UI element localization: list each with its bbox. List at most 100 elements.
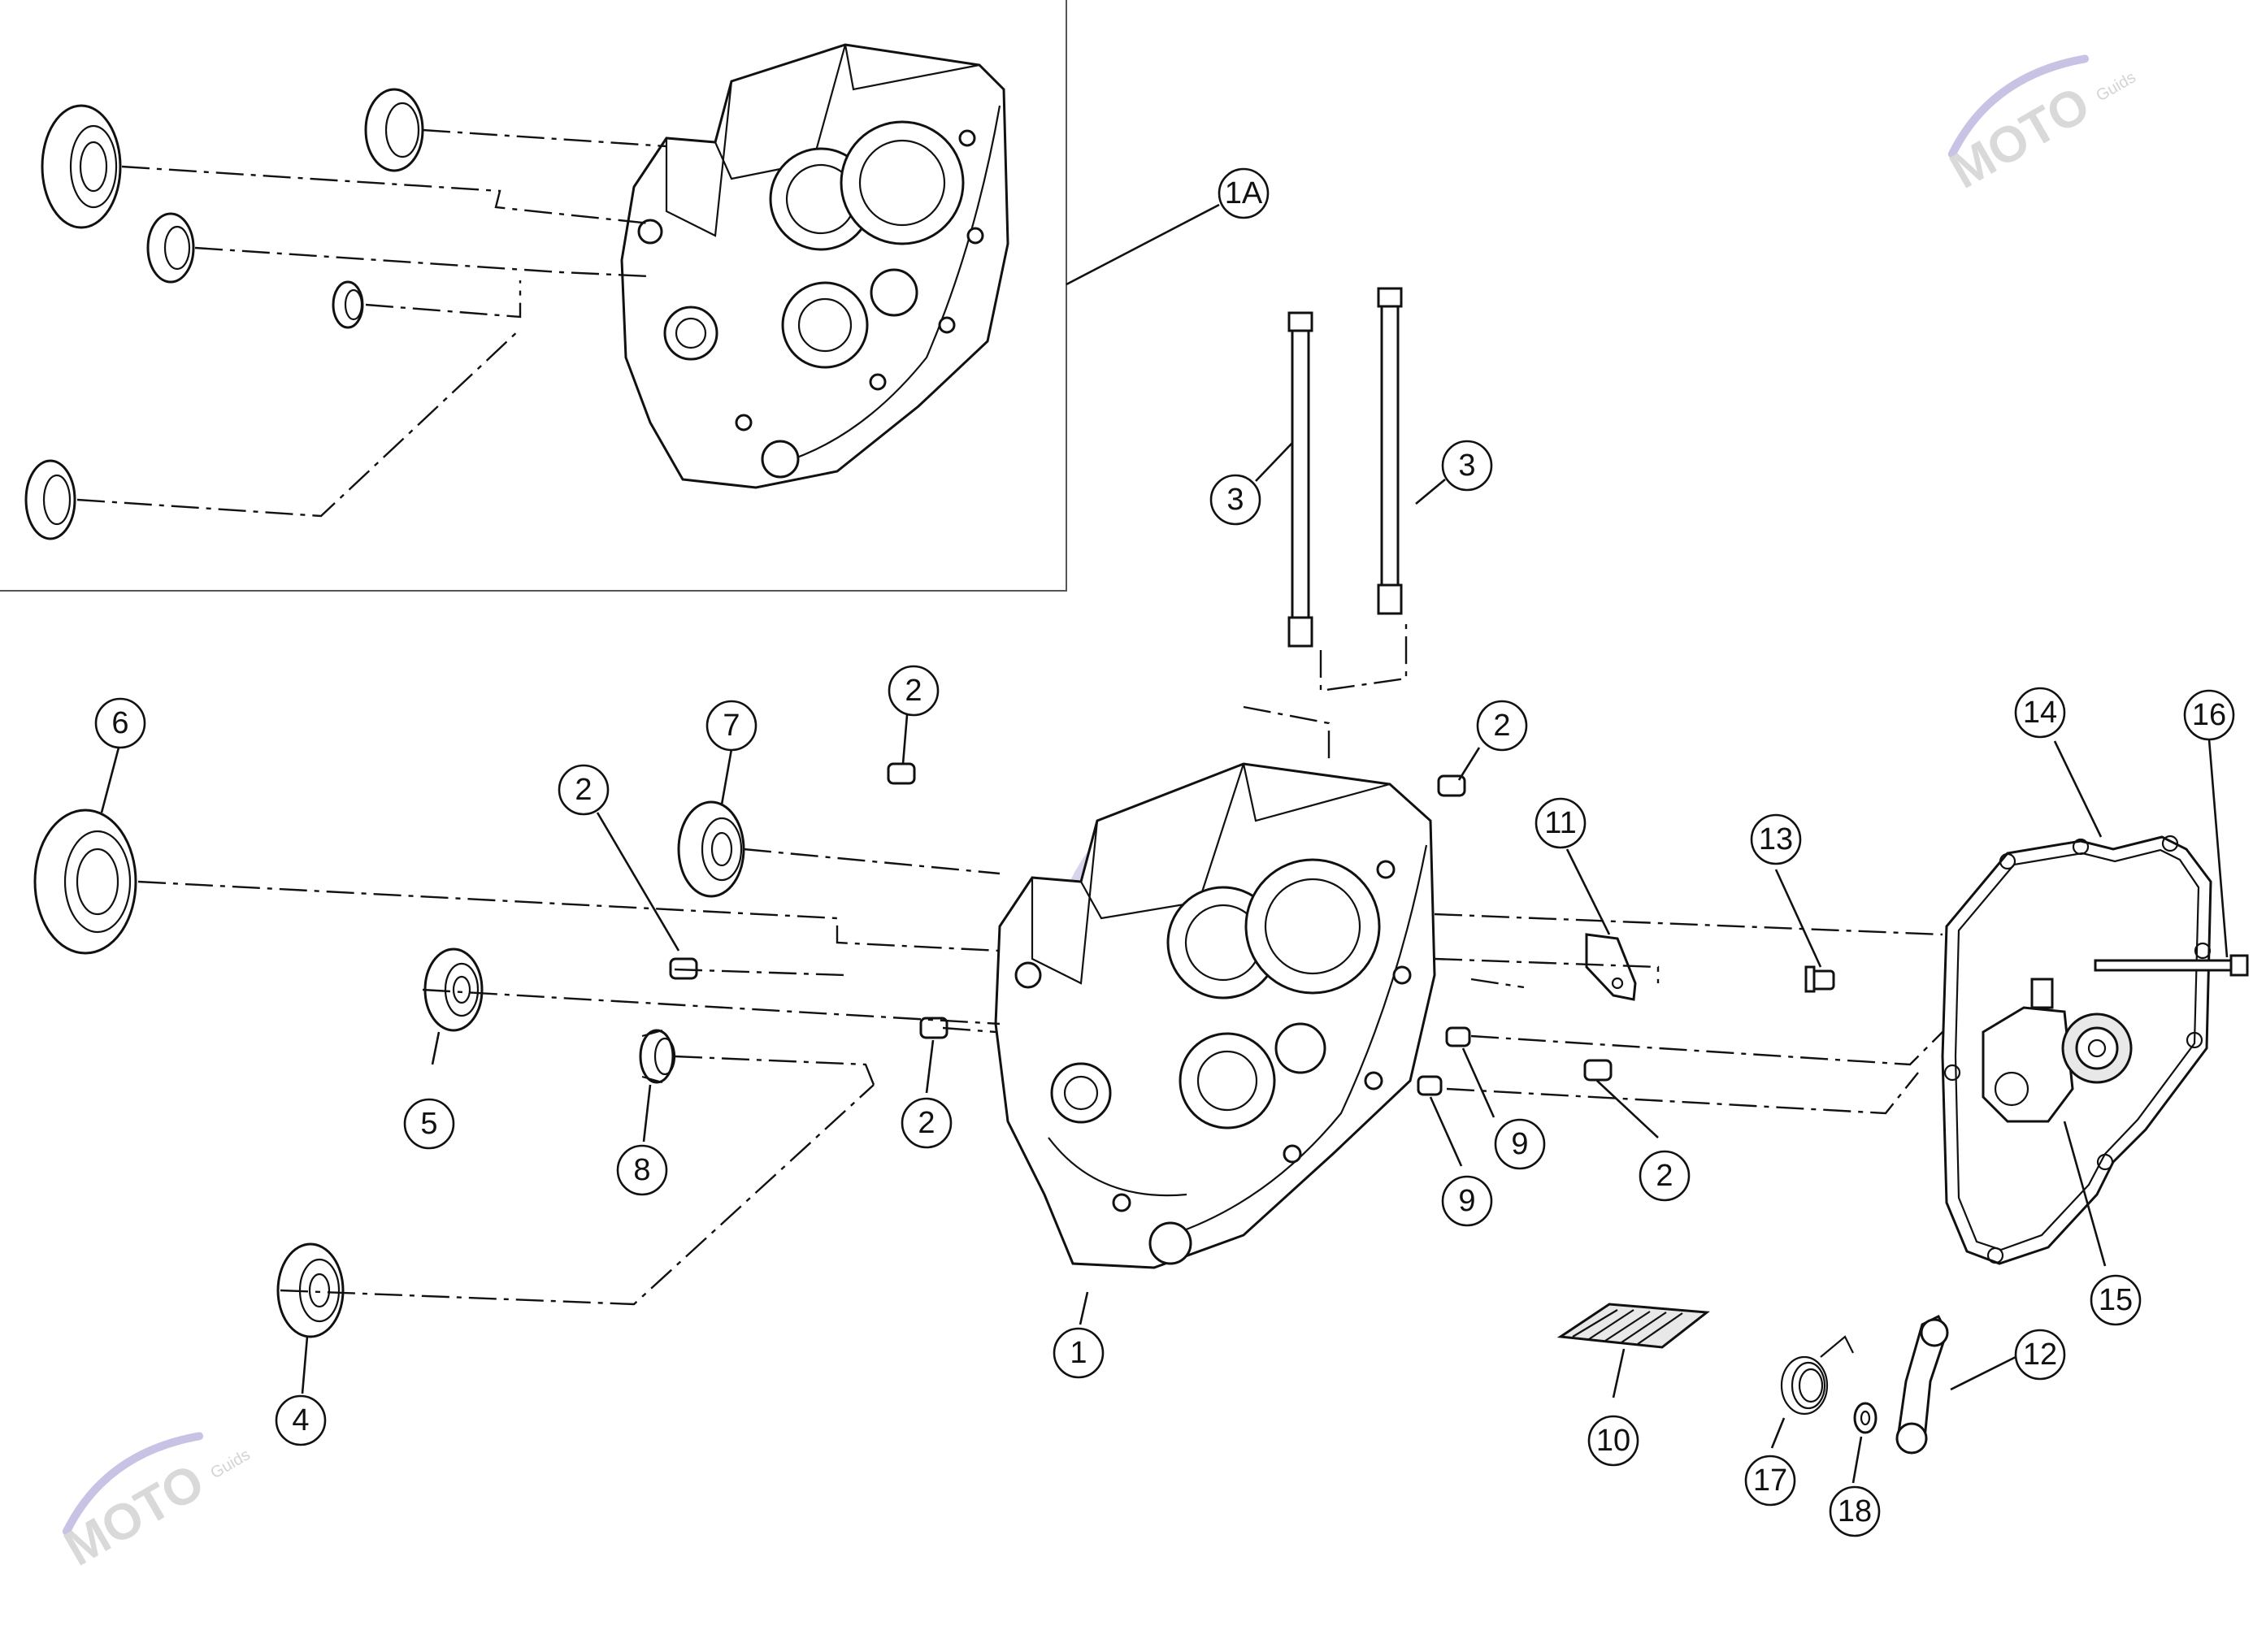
svg-text:6: 6 xyxy=(111,706,128,740)
callout-17: 17 xyxy=(1744,1455,1796,1507)
leader-line xyxy=(925,1039,935,1094)
callout-7: 7 xyxy=(705,700,758,752)
leader-line xyxy=(301,1336,309,1394)
watermark-brand-text: MOTO xyxy=(1941,76,2099,200)
svg-text:14: 14 xyxy=(2023,696,2057,730)
spring xyxy=(1780,1335,1854,1416)
washer xyxy=(1853,1402,1877,1434)
callout-8: 8 xyxy=(616,1144,668,1196)
svg-text:2: 2 xyxy=(1656,1159,1673,1193)
leader-line xyxy=(1596,1080,1659,1138)
stud-bolt xyxy=(1377,287,1403,615)
inset-axis-line xyxy=(365,280,522,319)
leader-line xyxy=(431,1031,441,1065)
inset-bearing-large xyxy=(41,104,122,229)
callout-5: 5 xyxy=(403,1098,455,1150)
axis-line xyxy=(280,1084,875,1306)
lever-arm xyxy=(1895,1314,1949,1455)
inset-axis-line xyxy=(194,246,651,278)
long-bolt xyxy=(2094,954,2249,977)
leader-line xyxy=(1612,1348,1626,1398)
svg-text:17: 17 xyxy=(1753,1463,1787,1498)
leader-line xyxy=(2063,1121,2107,1267)
needle-bearing-8 xyxy=(639,1029,676,1084)
callout-2: 2 xyxy=(888,665,940,717)
leader-line xyxy=(642,1084,652,1143)
callout-9: 9 xyxy=(1494,1118,1546,1170)
svg-text:2: 2 xyxy=(1493,709,1510,743)
callout-2: 2 xyxy=(558,764,610,816)
callout-16: 16 xyxy=(2183,689,2235,741)
watermark-logo-bottom: MOTO Guids xyxy=(55,1432,254,1577)
inset-crankcase-half xyxy=(620,43,1009,489)
leader-line xyxy=(1851,1436,1863,1484)
svg-text:12: 12 xyxy=(2023,1338,2057,1372)
callout-4: 4 xyxy=(275,1394,327,1446)
inset-bearing-bottom xyxy=(24,459,76,540)
callout-13: 13 xyxy=(1750,813,1802,865)
inset-bearing-top xyxy=(364,88,424,172)
dowel-pin xyxy=(1417,1075,1443,1096)
svg-text:2: 2 xyxy=(918,1106,935,1140)
bolt-13 xyxy=(1804,965,1835,993)
oil-screen xyxy=(1556,1303,1710,1349)
svg-text:18: 18 xyxy=(1838,1494,1872,1528)
svg-text:3: 3 xyxy=(1226,483,1244,517)
axis-line xyxy=(422,988,1001,1025)
bearing-5 xyxy=(423,947,484,1032)
crankcase-half xyxy=(994,762,1436,1269)
leader-line xyxy=(1079,1291,1089,1325)
bearing-7 xyxy=(677,800,745,898)
svg-text:10: 10 xyxy=(1596,1424,1630,1458)
axis-line xyxy=(674,968,846,977)
svg-text:8: 8 xyxy=(633,1153,650,1187)
callout-1a: 1A xyxy=(1218,167,1270,219)
axis-line xyxy=(743,848,1001,875)
svg-text:9: 9 xyxy=(1458,1184,1475,1218)
leader-line xyxy=(1457,747,1481,781)
stud-axis-line xyxy=(1243,705,1331,764)
leader-line xyxy=(1255,442,1293,482)
leader-line xyxy=(100,747,120,813)
axis-line xyxy=(1434,957,1660,983)
axis-line xyxy=(674,1055,875,1086)
watermark-sub-text: Guids xyxy=(2093,68,2138,105)
callout-11: 11 xyxy=(1535,797,1587,849)
leader-line xyxy=(1565,848,1611,935)
dowel-pin xyxy=(1583,1059,1613,1082)
inset-needle-bearing xyxy=(332,280,364,329)
svg-text:11: 11 xyxy=(1544,806,1576,840)
callout-10: 10 xyxy=(1587,1415,1639,1467)
inset-frame xyxy=(0,0,1067,592)
callout-6: 6 xyxy=(94,697,146,749)
inset-axis-line xyxy=(121,165,651,225)
leader-line xyxy=(1066,203,1220,286)
callout-3: 3 xyxy=(1441,440,1493,492)
callout-3: 3 xyxy=(1209,474,1261,526)
leader-line xyxy=(1774,869,1822,968)
inset-bearing-mid xyxy=(146,212,195,284)
stud-axis-line xyxy=(1319,618,1408,692)
dowel-pin xyxy=(669,957,698,980)
leader-line xyxy=(720,748,733,805)
axis-line xyxy=(1470,1015,1960,1066)
svg-text:2: 2 xyxy=(905,674,922,708)
axis-line xyxy=(137,880,1001,952)
watermark-sub-text: Guids xyxy=(207,1446,253,1482)
axis-line xyxy=(1470,978,1525,989)
leader-line xyxy=(2207,739,2229,958)
oil-pump xyxy=(1982,978,2133,1123)
callout-2: 2 xyxy=(901,1097,953,1149)
axis-line xyxy=(1434,913,1943,936)
bearing-6 xyxy=(33,809,137,955)
svg-text:13: 13 xyxy=(1759,822,1793,856)
watermark-logo-top: MOTO Guids xyxy=(1941,54,2139,200)
dowel-pin xyxy=(1437,774,1466,797)
leader-line xyxy=(1429,1096,1463,1167)
svg-text:9: 9 xyxy=(1511,1127,1528,1161)
svg-text:2: 2 xyxy=(575,773,592,807)
leader-line xyxy=(1950,1355,2016,1391)
stud-bolt xyxy=(1287,311,1313,648)
svg-text:16: 16 xyxy=(2192,698,2226,732)
